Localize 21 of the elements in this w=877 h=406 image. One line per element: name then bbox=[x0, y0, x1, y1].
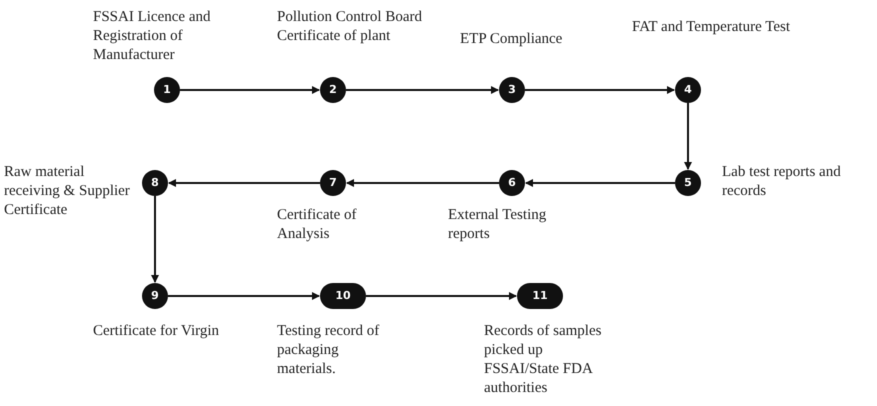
step-caption: ETP Compliance bbox=[460, 30, 564, 49]
arrow bbox=[151, 196, 159, 283]
step-caption: FAT and Temperature Test bbox=[632, 18, 792, 37]
step-caption: Certificate of Analysis bbox=[277, 206, 358, 244]
arrow bbox=[346, 179, 499, 187]
step-caption: Lab test reports and records bbox=[722, 163, 842, 201]
arrow bbox=[366, 292, 517, 300]
arrow bbox=[346, 86, 499, 94]
step-caption: Testing record of packaging materials. bbox=[277, 322, 380, 379]
step-caption: FSSAI Licence and Registration of Manufacturer bbox=[93, 8, 212, 65]
arrow bbox=[168, 292, 320, 300]
step-caption: Pollution Control Board Certificate of plant bbox=[277, 8, 424, 46]
arrow bbox=[525, 179, 675, 187]
arrow bbox=[684, 103, 692, 170]
arrow bbox=[180, 86, 320, 94]
step-caption: Certificate for Virgin bbox=[93, 322, 220, 341]
step-caption: Raw material receiving & Supplier Certificate bbox=[4, 163, 131, 220]
step-caption: External Testing reports bbox=[448, 206, 548, 244]
step-caption: Records of samples picked up FSSAI/State FDA authorities bbox=[484, 322, 602, 398]
arrow bbox=[525, 86, 675, 94]
arrow bbox=[168, 179, 320, 187]
